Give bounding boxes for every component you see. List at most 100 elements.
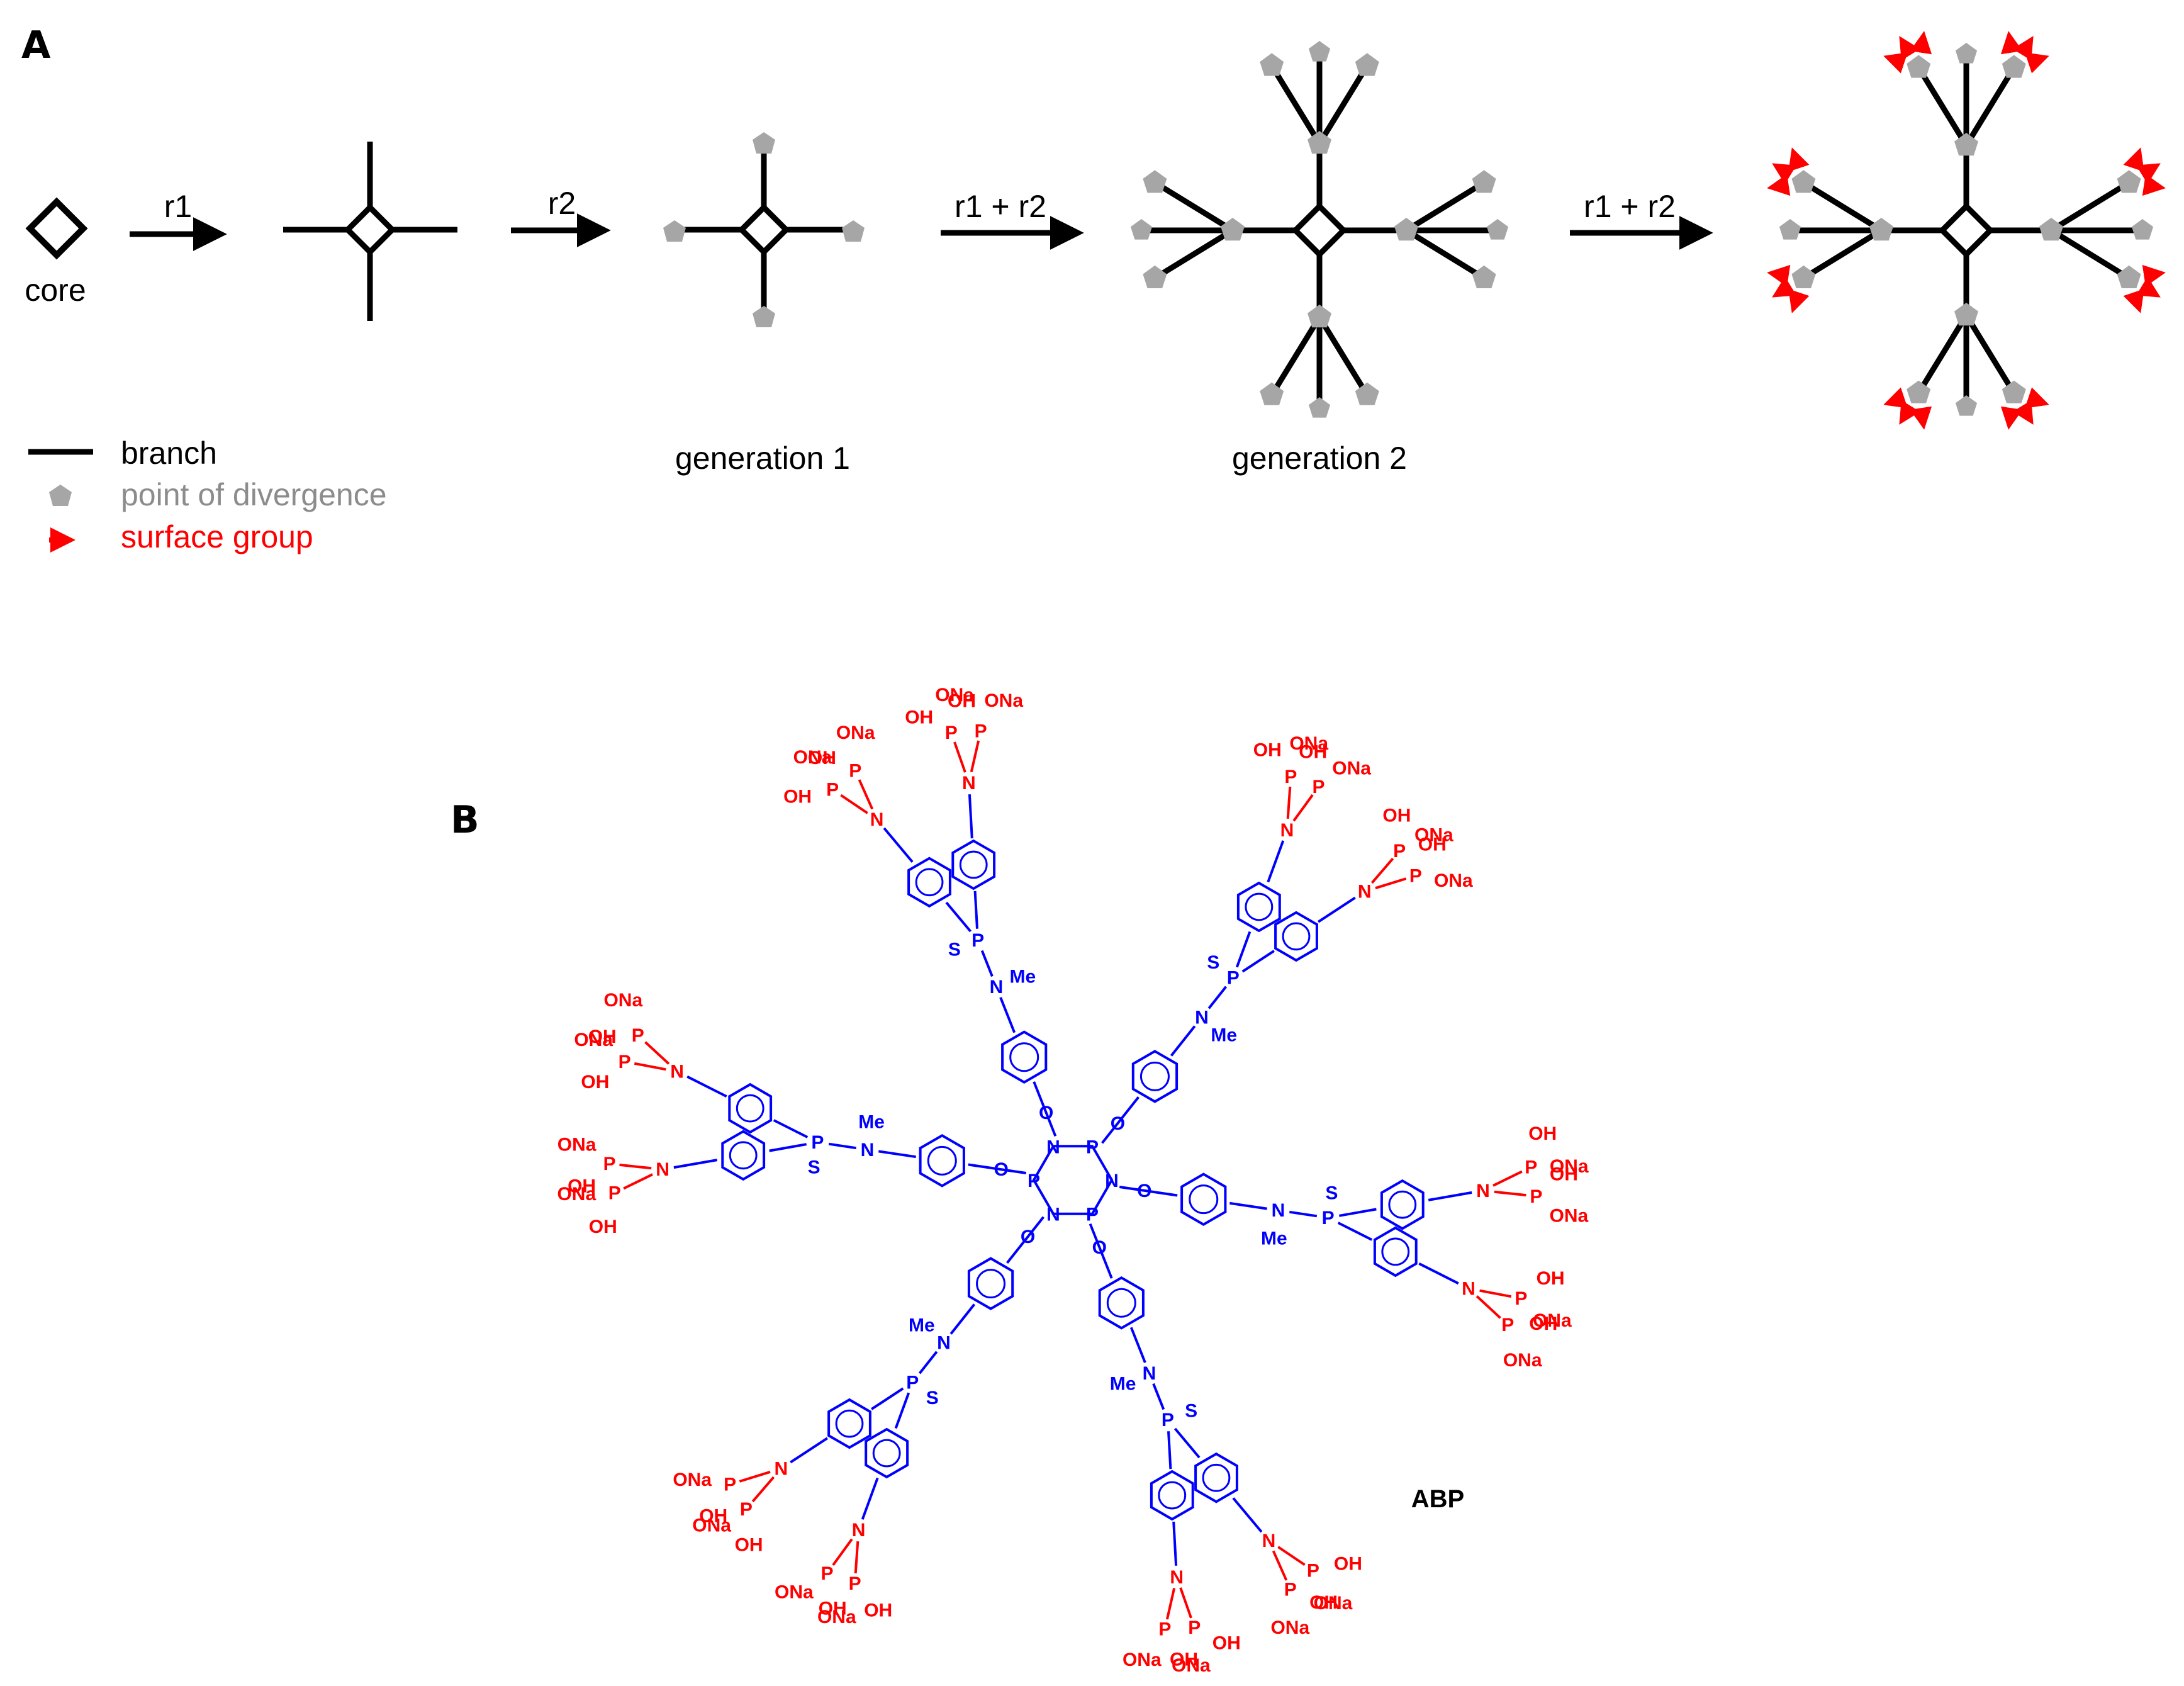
hydroxyl-group: OH bbox=[783, 786, 812, 807]
surface-group-arrow bbox=[1899, 36, 1920, 61]
compound-label-abp: ABP bbox=[1411, 1485, 1464, 1513]
legend: branch point of divergence surface group bbox=[28, 436, 387, 554]
sodium-oxide-group: ONa bbox=[1414, 825, 1453, 846]
hydroxyl-group: OH bbox=[1529, 1313, 1557, 1334]
gen3-tip-divergence-point bbox=[2131, 219, 2154, 240]
surface-group-arrow bbox=[1883, 387, 1908, 408]
reaction-arrow-2: r2 bbox=[511, 186, 611, 247]
hydroxyl-group: OH bbox=[568, 1176, 596, 1197]
sodium-oxide-group: ONa bbox=[1533, 1310, 1572, 1331]
sodium-oxide-group: ONa bbox=[1332, 758, 1371, 779]
aromatic-circle bbox=[1158, 1481, 1187, 1510]
sodium-oxide-group: ONa bbox=[775, 1582, 814, 1603]
methyl-group: Me bbox=[1110, 1373, 1136, 1394]
core-label: core bbox=[25, 273, 86, 308]
hydroxyl-group: OH bbox=[1550, 1164, 1578, 1184]
phosphonate-phosphorus: P bbox=[632, 1025, 644, 1046]
core-atom-label: P bbox=[1086, 1137, 1099, 1157]
amine-nitrogen: N bbox=[1170, 1567, 1184, 1588]
gen2-inner-divergence-point bbox=[1308, 305, 1331, 328]
benzene-ring bbox=[1373, 1226, 1418, 1278]
methyl-group: Me bbox=[1211, 1025, 1237, 1045]
dendron-arm: ONMePSNPONaOHPONaOHNPONaOHPONaOH bbox=[1101, 733, 1473, 1144]
methyl-group: Me bbox=[909, 1315, 935, 1336]
methyl-group: Me bbox=[1010, 967, 1036, 987]
aromatic-circle bbox=[729, 1141, 758, 1170]
benzene-ring bbox=[865, 1427, 909, 1479]
thiophosphoryl-phosphorus: P bbox=[1322, 1208, 1335, 1228]
surface-group-arrow bbox=[2136, 276, 2161, 298]
hydroxyl-group: OH bbox=[1382, 806, 1411, 826]
hydrazone-nitrogen: N bbox=[1195, 1007, 1209, 1028]
core-atom-label: N bbox=[1046, 1137, 1060, 1157]
surface-group-arrow bbox=[2123, 147, 2144, 172]
gen3-outer-divergence-point bbox=[1791, 265, 1816, 288]
aromatic-circle bbox=[1106, 1288, 1136, 1318]
hydroxyl-group: OH bbox=[1212, 1633, 1241, 1654]
sodium-oxide-group: ONa bbox=[1289, 733, 1328, 754]
gen3-outer-divergence-point bbox=[1791, 170, 1816, 193]
hydrazone-nitrogen: N bbox=[1272, 1200, 1285, 1221]
gen2-inner-divergence-point bbox=[1394, 218, 1418, 241]
surface-group-arrow bbox=[2142, 264, 2166, 287]
sodium-oxide-group: ONa bbox=[603, 990, 642, 1011]
benzene-ring bbox=[1180, 1172, 1227, 1227]
phosphonate-phosphorus: P bbox=[608, 1183, 621, 1204]
phosphonate-phosphorus: P bbox=[1501, 1315, 1514, 1335]
sodium-oxide-group: ONa bbox=[1123, 1649, 1162, 1670]
surface-group-arrow bbox=[2000, 406, 2023, 430]
sodium-oxide-group: ONa bbox=[984, 690, 1023, 711]
abp-molecule: PNPNPNONMePSNPONaOHPONaOHNPONaOHPONaOHON… bbox=[557, 685, 1588, 1676]
benzene-ring bbox=[1001, 1030, 1048, 1084]
surface-group-arrow bbox=[2136, 163, 2161, 184]
sodium-oxide-group: ONa bbox=[692, 1515, 731, 1536]
gen3-inner-divergence-point bbox=[2039, 218, 2063, 241]
gen2-inner-divergence-point bbox=[1221, 218, 1245, 241]
phosphonate-phosphorus: P bbox=[820, 1563, 833, 1584]
gen3-outer-divergence-point bbox=[1907, 55, 1931, 78]
aromatic-circle bbox=[915, 868, 944, 897]
benzene-ring bbox=[1236, 881, 1281, 933]
benzene-ring bbox=[1150, 1470, 1194, 1521]
benzene-ring bbox=[907, 857, 951, 908]
sodium-oxide-group: ONa bbox=[1314, 1593, 1353, 1614]
aromatic-circle bbox=[872, 1439, 901, 1468]
benzene-ring bbox=[1274, 911, 1318, 962]
phosphonate-phosphorus: P bbox=[1284, 767, 1297, 787]
thiophosphoryl-phosphorus: P bbox=[1162, 1410, 1174, 1430]
amine-nitrogen: N bbox=[870, 809, 884, 830]
amine-nitrogen: N bbox=[1262, 1531, 1276, 1551]
surface-group-arrow bbox=[2123, 289, 2144, 313]
hydroxyl-group: OH bbox=[1528, 1123, 1557, 1144]
surface-group-arrow bbox=[2012, 400, 2034, 425]
hydroxyl-group: OH bbox=[819, 1599, 847, 1619]
phosphonate-phosphorus: P bbox=[849, 1573, 861, 1594]
generation-2-structure bbox=[1130, 41, 1509, 418]
amine-nitrogen: N bbox=[852, 1520, 866, 1541]
hydrazone-nitrogen: N bbox=[990, 977, 1004, 998]
gen3-branches bbox=[1790, 54, 2142, 407]
gen3-outer-divergence-point bbox=[1907, 380, 1931, 403]
panel-a-letter: A bbox=[21, 23, 51, 67]
phosphonate-phosphorus: P bbox=[1393, 841, 1406, 862]
generation-2-label: generation 2 bbox=[1232, 441, 1407, 476]
thiophosphoryl-phosphorus: P bbox=[811, 1132, 824, 1153]
aromatic-circle bbox=[1282, 922, 1311, 951]
phosphonate-phosphorus: P bbox=[1525, 1157, 1537, 1178]
thiophosphoryl-sulfur: S bbox=[1185, 1401, 1197, 1422]
aromatic-circle bbox=[1140, 1061, 1170, 1091]
dendron-arm: ONMePSNPONaOHPONaOHNPONaOHPONaOH bbox=[1089, 1223, 1362, 1676]
amine-nitrogen: N bbox=[656, 1159, 669, 1180]
hydroxyl-group: OH bbox=[589, 1217, 617, 1237]
gen3-tip-divergence-point bbox=[1955, 43, 1978, 64]
dendron-arm: ONMePSNPONaOHPONaOHNPONaOHPONaOH bbox=[673, 1216, 1044, 1627]
amine-nitrogen: N bbox=[1462, 1278, 1476, 1299]
hydrazone-nitrogen: N bbox=[937, 1333, 951, 1354]
phosphonate-phosphorus: P bbox=[1188, 1617, 1201, 1638]
surface-group-arrow bbox=[1767, 264, 1791, 287]
surface-group-arrow bbox=[1883, 52, 1908, 74]
